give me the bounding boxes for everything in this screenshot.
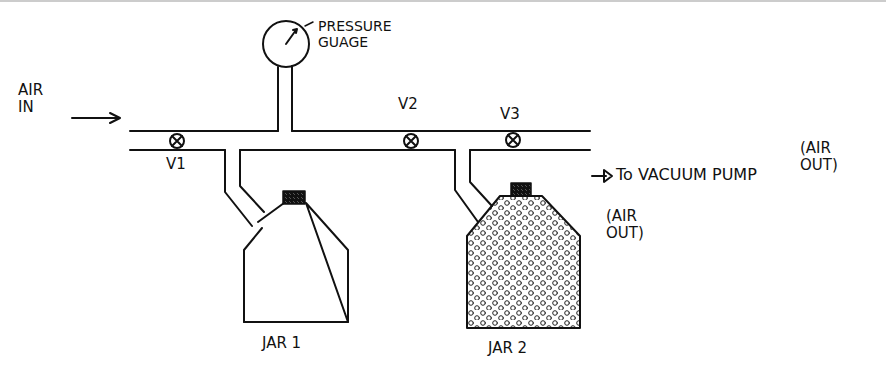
- gauge-leader: [305, 22, 313, 26]
- jar-cap: [283, 191, 305, 204]
- jar-outline: [244, 321, 348, 323]
- pressure-gauge: [263, 21, 309, 67]
- branch-tube: [225, 150, 264, 226]
- valve-symbol: [170, 134, 184, 148]
- gauge-label: PRESSURE GUAGE: [318, 18, 418, 50]
- valve-label: V3: [500, 106, 540, 123]
- valve-symbol: [506, 133, 520, 147]
- main-pipe: [130, 130, 590, 132]
- note-label: (AIR OUT): [800, 140, 860, 175]
- gauge-stem: [278, 66, 292, 131]
- air-in-arrow: [72, 113, 120, 123]
- jar-cap: [511, 183, 531, 196]
- outlet-arrow: [592, 170, 612, 182]
- part-label: JAR 1: [262, 335, 342, 352]
- gauge-needle: [286, 29, 297, 44]
- jar-outline: [467, 196, 580, 328]
- main-pipe: [130, 149, 590, 151]
- part-label: JAR 2: [488, 340, 568, 357]
- inlet-label: AIR IN: [18, 82, 63, 117]
- jar-outline: [244, 203, 348, 322]
- valve-symbol: [404, 134, 418, 148]
- note-label: (AIR OUT): [606, 208, 666, 243]
- frame-line: [0, 1, 886, 2]
- valve-label: V1: [166, 156, 206, 173]
- valve-label: V2: [398, 96, 438, 113]
- outlet-label: To VACUUM PUMP: [616, 166, 786, 184]
